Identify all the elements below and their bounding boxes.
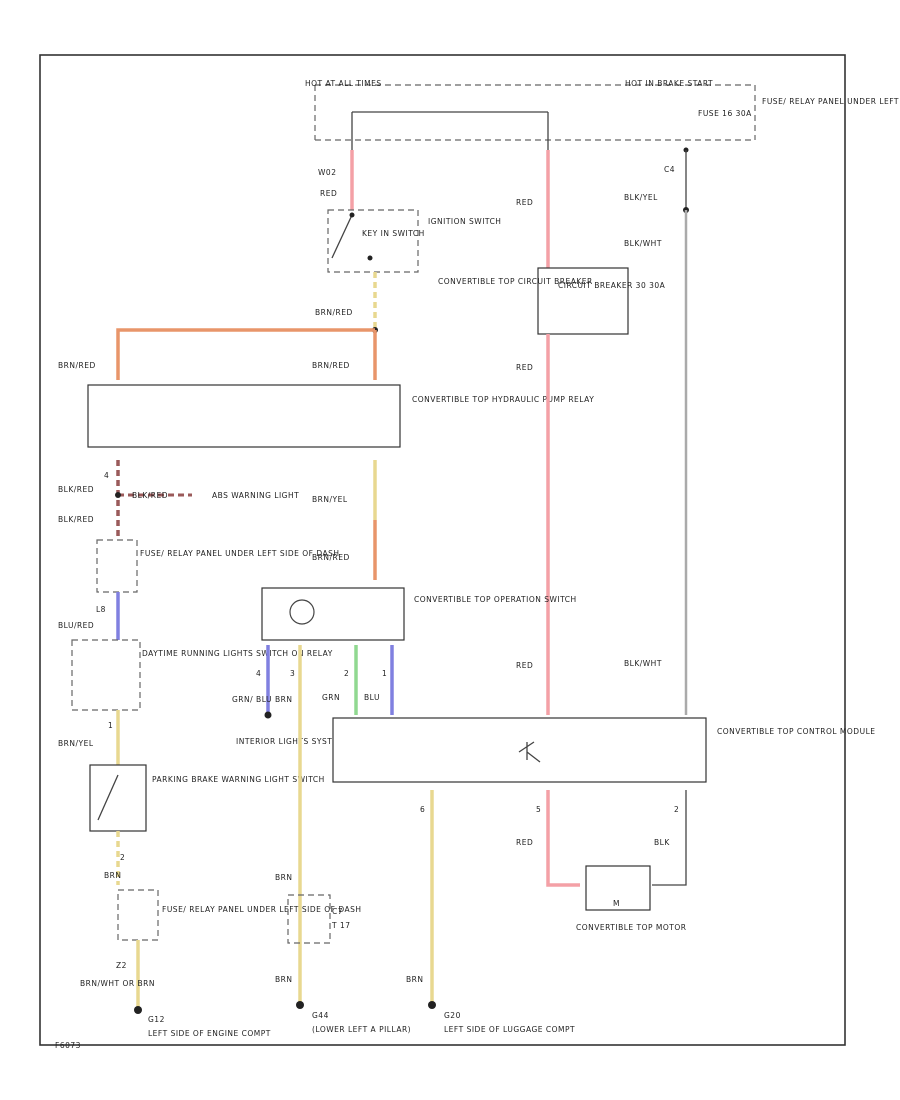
red-top-label: RED <box>320 189 337 198</box>
circuit-breaker-label: CIRCUIT BREAKER 30 30A <box>558 281 666 290</box>
transistor-icon <box>518 741 541 763</box>
drl-relay-box <box>71 639 141 711</box>
g12-desc: LEFT SIDE OF ENGINE COMPT <box>148 1029 271 1038</box>
blk-red-branch-label: BLK/RED <box>132 491 168 500</box>
blk-label: BLK <box>654 838 670 847</box>
brn-wht-label: BRN/WHT OR BRN <box>80 979 155 988</box>
red-bottom-label: RED <box>516 838 533 847</box>
blk-wht-lower-label: BLK/WHT <box>624 659 662 668</box>
hot-in-brake-label: HOT IN BRAKE START <box>625 79 713 88</box>
g44-desc: (LOWER LEFT A PILLAR) <box>312 1025 411 1034</box>
motor-box <box>585 865 651 911</box>
fuse-relay-box-2 <box>96 539 138 593</box>
pin1-left-label: 1 <box>108 721 113 730</box>
interior-lights-node <box>264 711 272 719</box>
brn-3-label: BRN <box>275 873 292 882</box>
pin2-label: 2 <box>120 853 125 862</box>
abs-warning-label: ABS WARNING LIGHT <box>212 491 299 500</box>
c7-connector-box <box>287 894 331 944</box>
operation-switch-box <box>261 587 405 641</box>
diagram-frame <box>39 54 846 1046</box>
pin1b-label: 1 <box>382 669 387 678</box>
ignition-switch-box <box>327 209 419 273</box>
g20-label: G20 <box>444 1011 461 1020</box>
blu-red-label: BLU/RED <box>58 621 94 630</box>
fuse-relay-box-3 <box>117 889 159 941</box>
op-switch-label: CONVERTIBLE TOP OPERATION SWITCH <box>414 595 577 604</box>
fuse-relay-3-label: FUSE/ RELAY PANEL UNDER LEFT SIDE OF DAS… <box>162 905 362 914</box>
ground-g44 <box>296 1001 304 1009</box>
blk-wht-top-label: BLK/WHT <box>624 239 662 248</box>
brn-red-4-label: BRN/RED <box>312 553 350 562</box>
figure-code: F6073 <box>55 1041 81 1050</box>
pin4b-label: 4 <box>256 669 261 678</box>
brn-5-label: BRN <box>406 975 423 984</box>
red-mid-label: RED <box>516 363 533 372</box>
hydraulic-pump-relay-box <box>87 384 401 448</box>
circuit-breaker-box <box>537 267 629 335</box>
pin3-label: 3 <box>290 669 295 678</box>
brn-red-2-label: BRN/RED <box>58 361 96 370</box>
brn-2-label: BRN <box>275 695 292 704</box>
control-module-label: CONVERTIBLE TOP CONTROL MODULE <box>717 727 875 736</box>
control-module-box <box>332 717 707 783</box>
conv-cb-label: CONVERTIBLE TOP CIRCUIT BREAKER <box>438 277 593 286</box>
g44-label: G44 <box>312 1011 329 1020</box>
g20-desc: LEFT SIDE OF LUGGAGE COMPT <box>444 1025 575 1034</box>
wire-blk-motor <box>652 790 687 886</box>
blk-red-2-label: BLK/RED <box>58 515 94 524</box>
w02-label: W02 <box>318 168 336 177</box>
pin2c-label: 2 <box>674 805 679 814</box>
red-cb-label: RED <box>516 198 533 207</box>
ground-g12 <box>134 1006 142 1014</box>
ignition-pin-bottom <box>367 255 373 261</box>
pin2b-label: 2 <box>344 669 349 678</box>
pb-switch-label: PARKING BRAKE WARNING LIGHT SWITCH <box>152 775 325 784</box>
ignition-switch-label: IGNITION SWITCH <box>428 217 501 226</box>
grn-label: GRN <box>322 693 340 702</box>
motor-label: CONVERTIBLE TOP MOTOR <box>576 923 687 932</box>
interior-lights-label: INTERIOR LIGHTS SYSTEM <box>236 737 345 746</box>
blu-label: BLU <box>364 693 380 702</box>
ignition-pin-top <box>349 212 355 218</box>
key-switch-label: KEY IN SWITCH <box>362 229 425 238</box>
parking-brake-switch-box <box>89 764 147 832</box>
fuse-relay-2-label: FUSE/ RELAY PANEL UNDER LEFT SIDE OF DAS… <box>140 549 340 558</box>
red-lower-label: RED <box>516 661 533 670</box>
parking-brake-contact <box>97 774 119 821</box>
wire-orange-branch <box>116 328 375 380</box>
operation-switch-icon <box>289 599 315 625</box>
brn-1-label: BRN <box>104 871 121 880</box>
fuse-relay-top-label: FUSE/ RELAY PANEL UNDER LEFT SIDE OF DAS… <box>762 97 900 106</box>
z2-label: Z2 <box>116 961 127 970</box>
relay-title: CONVERTIBLE TOP HYDRAULIC PUMP RELAY <box>412 395 594 404</box>
ground-g20 <box>428 1001 436 1009</box>
wire-red-motor <box>546 790 580 887</box>
pin5-label: 5 <box>536 805 541 814</box>
brn-red-3-label: BRN/RED <box>312 361 350 370</box>
motor-m-label: M <box>613 899 620 908</box>
brn-4-label: BRN <box>275 975 292 984</box>
splice-abs <box>115 492 121 498</box>
pin6-label: 6 <box>420 805 425 814</box>
grn-blu-a-label: GRN/ BLU <box>232 695 272 704</box>
blk-red-1-label: BLK/RED <box>58 485 94 494</box>
c7-desc: T 17 <box>331 921 351 930</box>
c7-label: C7 <box>332 907 343 916</box>
pin4-label: 4 <box>104 471 109 480</box>
l8-label: L8 <box>96 605 106 614</box>
brn-red-1-label: BRN/RED <box>315 308 353 317</box>
ignition-switch-contact <box>331 214 353 259</box>
brn-yel-2-label: BRN/YEL <box>58 739 94 748</box>
fuse-top-label: FUSE 16 30A <box>698 109 752 118</box>
c4-label: C4 <box>664 165 675 174</box>
hot-at-all-times-label: HOT AT ALL TIMES <box>305 79 382 88</box>
brn-yel-1-label: BRN/YEL <box>312 495 348 504</box>
g12-label: G12 <box>148 1015 165 1024</box>
drl-relay-label: DAYTIME RUNNING LIGHTS SWITCH ON RELAY <box>142 649 333 658</box>
blk-yel-label: BLK/YEL <box>624 193 658 202</box>
